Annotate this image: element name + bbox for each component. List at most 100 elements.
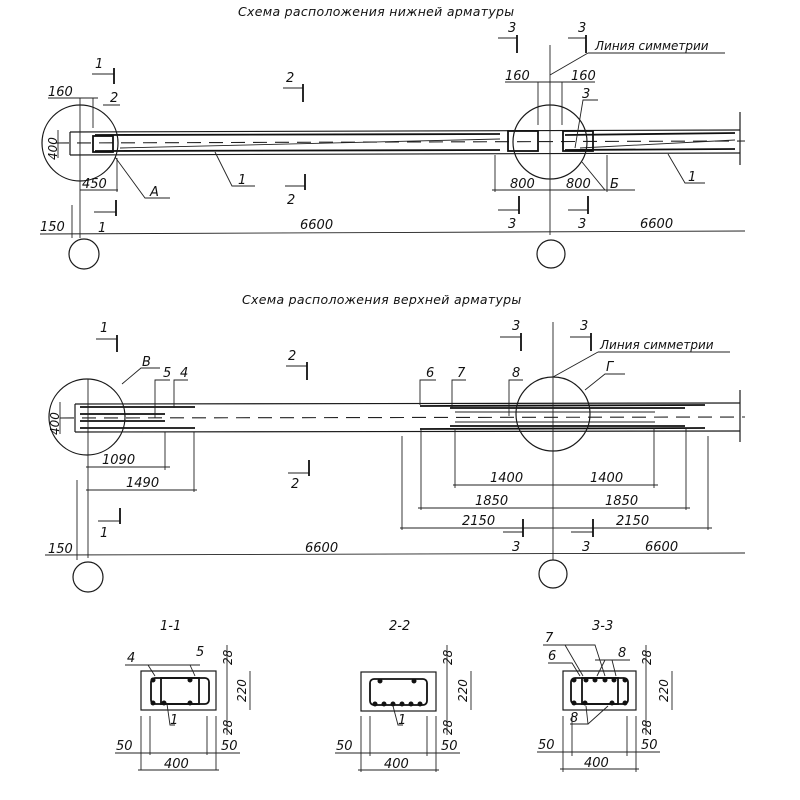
column-axis-marker: [538, 559, 568, 589]
beam-top-edge: [74, 402, 741, 405]
dim-150: 150: [48, 542, 73, 557]
section-mark-1-bottom: 1: [98, 508, 121, 541]
dim-1490: 1490: [126, 476, 159, 491]
dim-1850-right: 1850: [605, 494, 638, 509]
rebar-dot: [381, 701, 387, 707]
dim-160: 160: [48, 85, 73, 100]
dim-800-left: 800: [510, 177, 535, 192]
svg-text:3: 3: [512, 319, 520, 334]
dim-400: 400: [584, 756, 609, 771]
node-label-g: Г: [606, 360, 615, 375]
section-label-1: 1: [398, 713, 406, 728]
rebar-6: [419, 404, 706, 407]
leader-node-a: [114, 156, 170, 199]
leader: [451, 379, 466, 408]
dim-160-left: 160: [505, 69, 530, 84]
node-label-a: А: [149, 185, 159, 200]
leader: [596, 659, 606, 677]
dim-50-right: 50: [641, 738, 658, 753]
dim-2150-left: 2150: [462, 514, 495, 529]
rebar-dot: [571, 700, 577, 706]
dim-220: 220: [657, 679, 671, 702]
leader: [564, 644, 584, 677]
section-mark-3: 3: [500, 319, 522, 351]
top-scheme-title: Схема расположения верхней арматуры: [242, 292, 522, 307]
dim-28-bottom: 28: [221, 719, 235, 735]
dim-1090: 1090: [102, 453, 135, 468]
stirrup-outer: [570, 677, 629, 705]
svg-text:3: 3: [578, 217, 586, 232]
rebar-dot: [408, 701, 414, 707]
rebar-dot: [372, 701, 378, 707]
leader: [392, 705, 403, 726]
position-label-8: 8: [512, 366, 520, 381]
rebar-dot: [161, 700, 167, 706]
dim-400: 400: [46, 137, 60, 160]
section-mark-1-top: 1: [92, 57, 115, 84]
leader: [214, 151, 255, 187]
dim-1850-left: 1850: [475, 494, 508, 509]
node-label-b: Б: [610, 177, 619, 192]
symmetry-label: Линия симметрии: [599, 338, 714, 352]
stirrup-inner: [581, 677, 619, 705]
leader: [667, 153, 705, 184]
position-label-6: 6: [426, 366, 434, 381]
svg-text:2: 2: [291, 477, 299, 492]
svg-text:2: 2: [288, 349, 296, 364]
dim-28-bottom: 28: [441, 719, 455, 735]
beam-axis: [54, 140, 746, 144]
section-label-7: 7: [545, 631, 554, 646]
rebar-6: [419, 427, 706, 430]
dim-400: 400: [164, 757, 189, 772]
dim-450: 450: [82, 177, 107, 192]
dim-2150-right: 2150: [616, 514, 649, 529]
span-dim-line: [44, 552, 746, 556]
dim-50-left: 50: [336, 739, 353, 754]
rebar-dot: [377, 678, 383, 684]
leader-node-v: [121, 367, 160, 385]
rebar-right-top: [564, 132, 736, 136]
leader: [166, 703, 175, 726]
svg-text:3: 3: [580, 319, 588, 334]
dim-28-top: 28: [640, 649, 654, 665]
dim-220: 220: [235, 679, 249, 702]
column-axis-marker: [68, 238, 100, 270]
section-mark-1-bottom: 1: [94, 200, 117, 236]
top-reinforcement-scheme: Схема расположения верхней арматуры 400 …: [44, 292, 746, 593]
span-6600-left: 6600: [300, 218, 333, 233]
position-label-7: 7: [457, 366, 466, 381]
dim-1400-right: 1400: [590, 471, 623, 486]
dim-50-right: 50: [221, 739, 238, 754]
section-mark-3: 3: [571, 519, 594, 555]
svg-text:1: 1: [98, 221, 106, 236]
section-label-4: 4: [127, 651, 135, 666]
section-title: 3-3: [592, 619, 613, 634]
section-label-1: 1: [170, 713, 178, 728]
rebar-dot: [571, 677, 577, 683]
section-label-8-bottom: 8: [570, 711, 578, 726]
stirrup-inner: [160, 677, 200, 705]
section-label-8-top: 8: [618, 646, 626, 661]
node-circle-v: [48, 378, 126, 456]
span-6600-left: 6600: [305, 541, 338, 556]
dim-150: 150: [40, 220, 65, 235]
dim-220: 220: [456, 679, 470, 702]
svg-text:3: 3: [512, 540, 520, 555]
rebar-dot: [582, 700, 588, 706]
leader: [189, 664, 196, 677]
section-mark-2-top: 2: [283, 71, 304, 102]
leader: [587, 705, 609, 725]
svg-text:1: 1: [100, 321, 108, 336]
dim-28-bottom: 28: [640, 719, 654, 735]
dim-50-left: 50: [538, 738, 555, 753]
rebar-dot: [622, 677, 628, 683]
leader: [611, 659, 617, 677]
section-mark-3: 3: [568, 21, 587, 53]
rebar-1-bottom: [94, 149, 501, 152]
rebar-dot: [187, 677, 193, 683]
svg-text:3: 3: [508, 217, 516, 232]
leader: [548, 662, 581, 677]
rebar-right-bottom: [564, 148, 736, 151]
position-label-5: 5: [163, 366, 171, 381]
